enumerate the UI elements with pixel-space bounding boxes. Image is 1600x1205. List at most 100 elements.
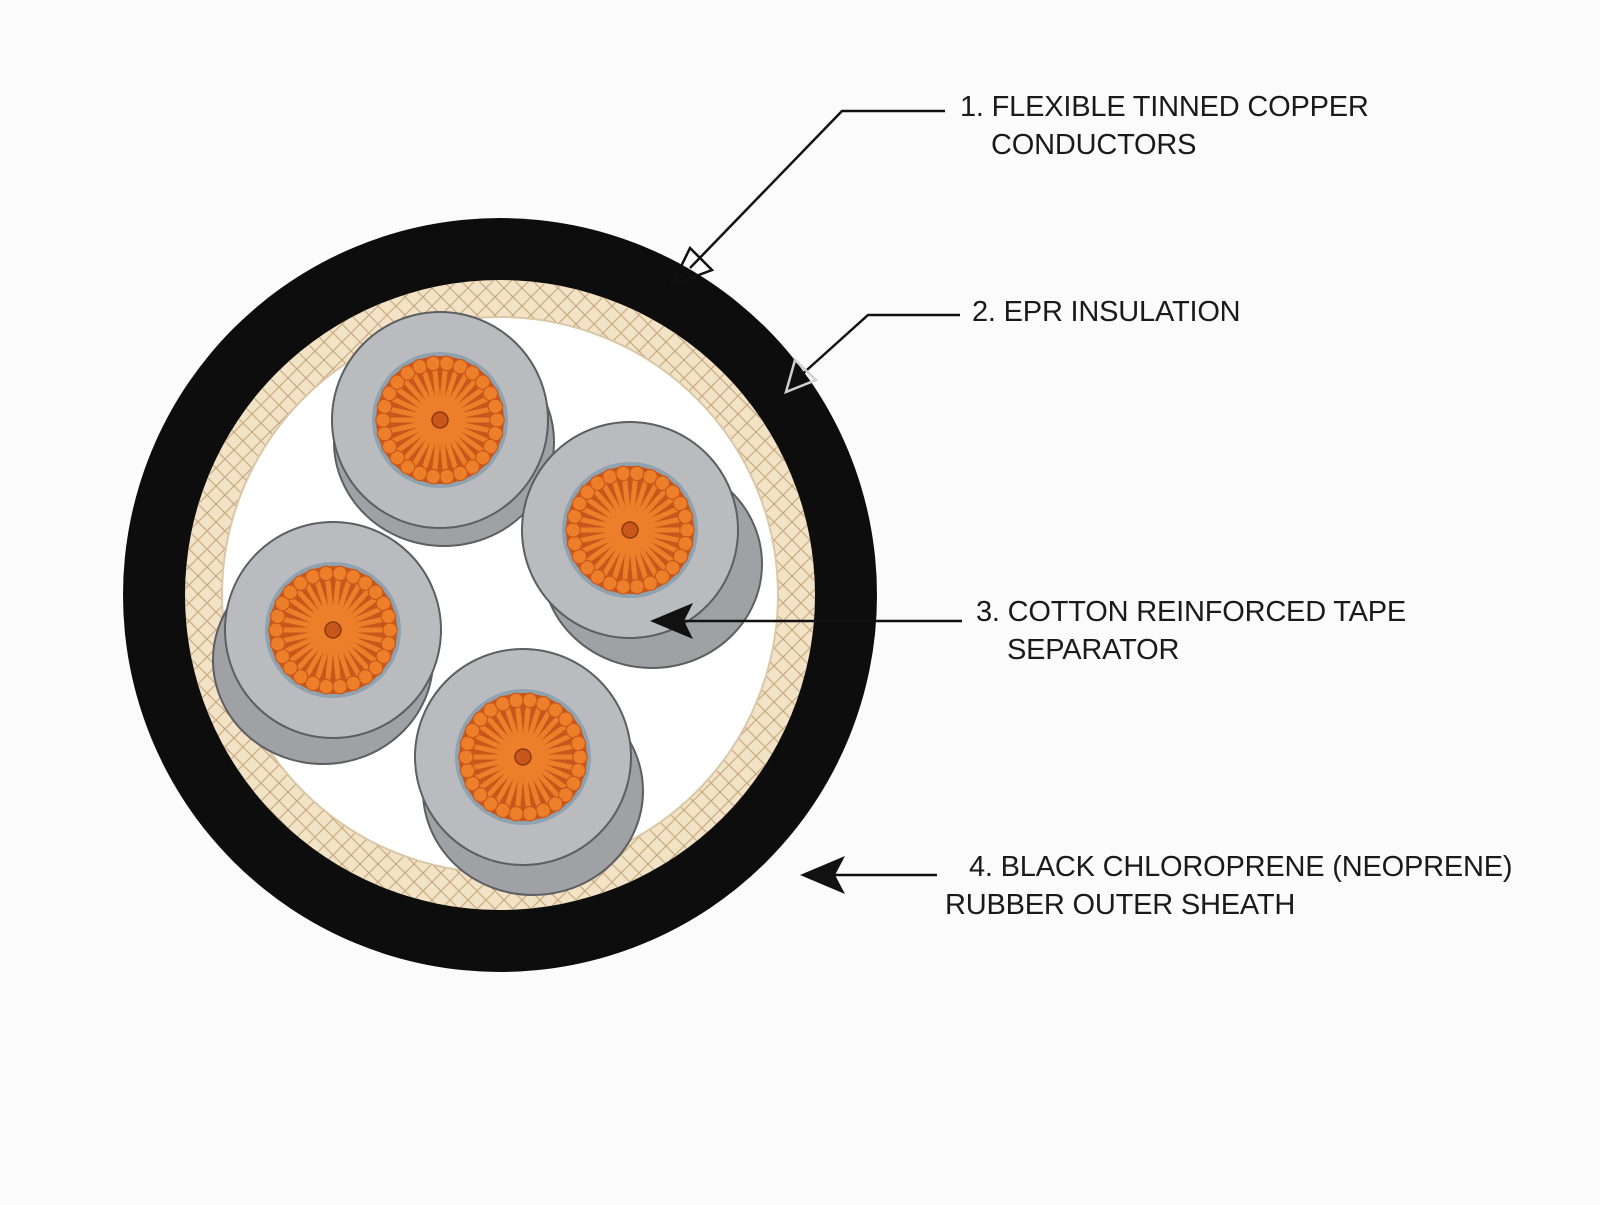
copper-strand-end [411, 358, 428, 375]
callout-number: 4. [969, 851, 993, 883]
copper-strand-end [472, 711, 489, 728]
copper-strand-end [474, 449, 491, 466]
callout-number: 2. [972, 296, 996, 328]
copper-strand-end [565, 722, 582, 739]
copper-strand-end [367, 659, 384, 676]
copper-strand-end [547, 796, 564, 812]
copper-strand-end [464, 365, 481, 381]
copper-strand-end [357, 669, 374, 685]
copper-strand-end [570, 762, 587, 779]
leader-line-1 [689, 109, 945, 269]
copper-strand-end [318, 678, 334, 695]
copper-strand-end [677, 508, 694, 525]
copper-strand-end [482, 385, 499, 402]
copper-strands [268, 565, 398, 695]
copper-strand-end [508, 692, 524, 709]
copper-strand-end [487, 398, 504, 415]
copper-strand-end [282, 584, 299, 601]
copper-strand-end [292, 669, 309, 685]
copper-strand-end [642, 575, 659, 592]
copper-strand-end [304, 568, 321, 585]
callout-tape-separator: 3. COTTON REINFORCED TAPE SEPARATOR [976, 593, 1406, 669]
copper-strand-end [629, 578, 645, 595]
copper-strand-end [439, 355, 455, 372]
copper-strand-end [268, 622, 284, 638]
copper-strand-end [269, 635, 286, 652]
copper-strand-end [571, 495, 588, 512]
callout-text: SEPARATOR [1007, 634, 1180, 666]
copper-strand-end [459, 762, 476, 779]
copper-strand-end [425, 355, 441, 372]
copper-strand-end [439, 468, 455, 485]
copper-strand-end [664, 484, 681, 501]
copper-strand-end [411, 465, 428, 482]
copper-strand-end [615, 578, 631, 595]
copper-strand-end [425, 468, 441, 485]
copper-strand-end [380, 635, 397, 652]
copper-strand-end [274, 648, 291, 665]
copper-strand-end [547, 702, 564, 718]
copper-strand-end [522, 805, 538, 822]
copper-strand-end [292, 575, 309, 591]
copper-strand-end [589, 475, 606, 491]
copper-strand-end [579, 559, 596, 576]
copper-strand-end [458, 749, 474, 765]
callout-number: 3. [976, 596, 1000, 628]
leader-lines [680, 109, 962, 877]
copper-strand-end [566, 535, 583, 552]
arrowheads [650, 245, 845, 894]
copper-strand-end [380, 608, 397, 625]
callout-text: COTTON REINFORCED TAPE [1007, 596, 1407, 628]
copper-strand-end [376, 398, 393, 415]
copper-strand-end [332, 565, 348, 582]
copper-strand-end [489, 412, 505, 428]
copper-strand-end [464, 459, 481, 475]
copper-strand-end [672, 495, 689, 512]
leader-line-2 [797, 313, 960, 379]
copper-center-strand [514, 748, 532, 766]
copper-strand-end [304, 675, 321, 692]
copper-strand-end [464, 722, 481, 739]
callout-number: 1. [960, 91, 984, 123]
copper-strand-end [345, 568, 362, 585]
copper-strand-end [570, 735, 587, 752]
copper-strand-end [399, 365, 416, 381]
copper-strand-end [399, 459, 416, 475]
copper-strand-end [535, 695, 552, 712]
arrowhead-3 [650, 603, 693, 639]
copper-center-strand [621, 521, 639, 539]
copper-strand-end [494, 695, 511, 712]
copper-strand-end [282, 659, 299, 676]
conductor-cores [212, 311, 763, 896]
copper-strand-end [535, 802, 552, 819]
copper-strand-end [664, 559, 681, 576]
copper-strand-end [381, 438, 398, 455]
copper-strand-end [571, 548, 588, 565]
copper-strand-end [332, 678, 348, 695]
callout-text: BLACK CHLOROPRENE (NEOPRENE) [1000, 851, 1513, 883]
copper-strand-end [274, 595, 291, 612]
callout-text: RUBBER OUTER SHEATH [945, 889, 1296, 921]
callout-conductors: 1. FLEXIBLE TINNED COPPER CONDUCTORS [960, 88, 1369, 164]
conductor-core [212, 521, 442, 765]
copper-strand-end [557, 711, 574, 728]
copper-strand-end [389, 374, 406, 391]
arrowhead-1 [669, 245, 715, 288]
copper-strand-end [452, 358, 469, 375]
copper-strand-end [459, 735, 476, 752]
copper-strand-end [318, 565, 334, 582]
callout-outer-sheath: 4. BLACK CHLOROPRENE (NEOPRENE) RUBBER O… [945, 848, 1513, 924]
arrowhead-4 [800, 856, 845, 894]
callout-text: EPR INSULATION [1003, 296, 1241, 328]
copper-strand-end [375, 412, 391, 428]
copper-strand-end [482, 438, 499, 455]
copper-strand-end [376, 425, 393, 442]
copper-strand-end [557, 786, 574, 803]
copper-strand-end [629, 465, 645, 482]
copper-strand-end [579, 484, 596, 501]
copper-strand-end [508, 805, 524, 822]
copper-strand-end [375, 648, 392, 665]
copper-strand-end [381, 385, 398, 402]
callout-insulation: 2. EPR INSULATION [972, 293, 1241, 331]
